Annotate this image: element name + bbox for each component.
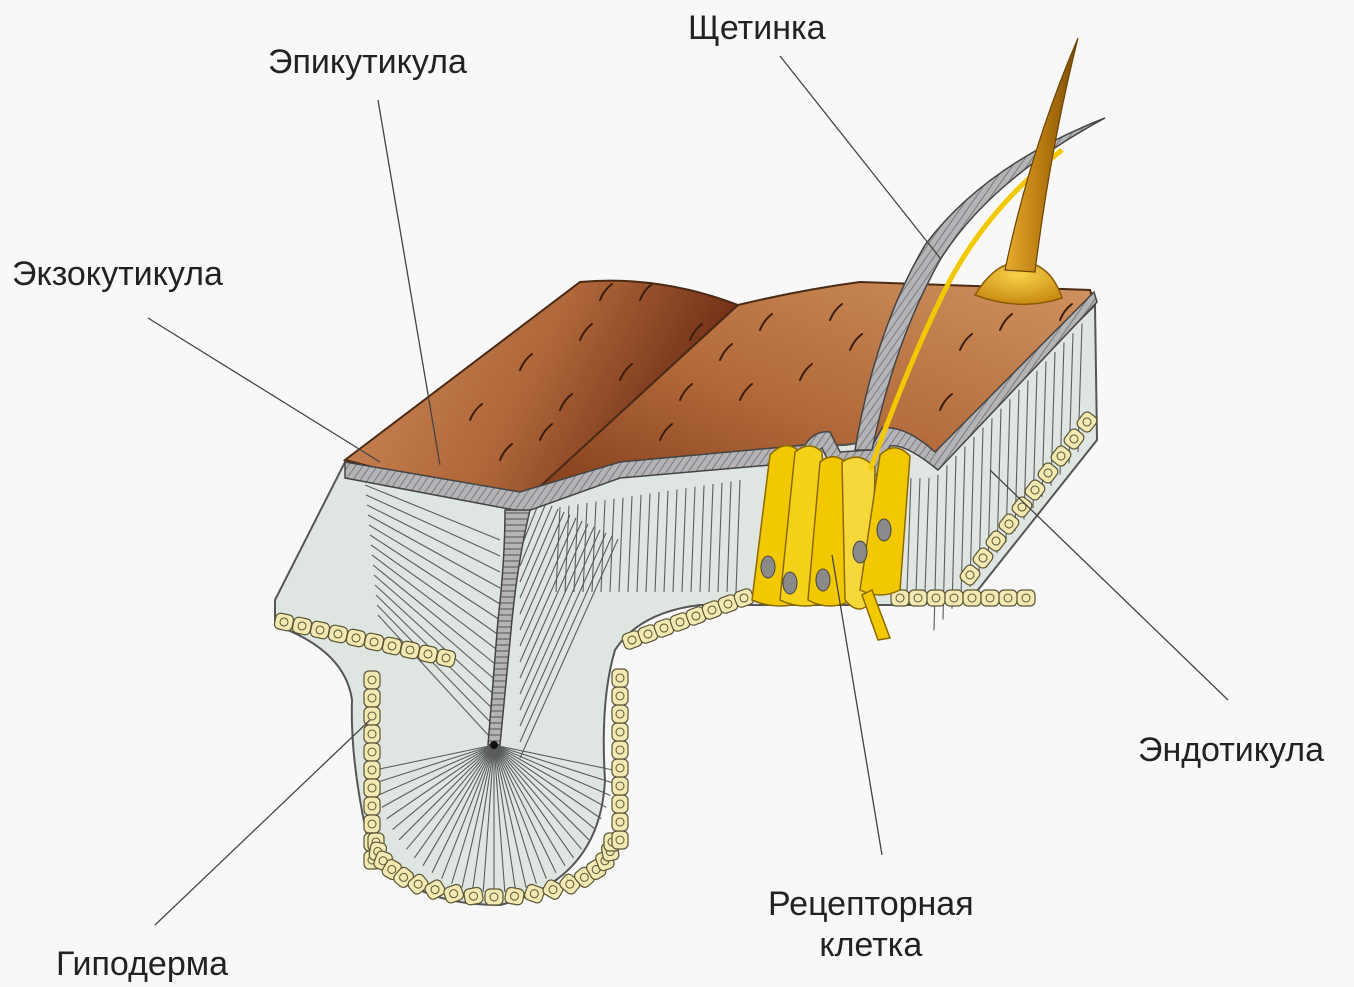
label-receptor-line1: Рецепторная [768,884,974,925]
leader-hypodermis [155,720,370,925]
label-bristle: Щетинка [688,8,826,49]
label-endocuticle: Эндотикула [1138,730,1324,771]
leader-epicuticle [378,100,440,465]
receptor-cells [752,446,910,640]
label-exocuticle: Экзокутикула [12,254,223,295]
label-hypodermis: Гиподерма [56,944,228,985]
groove-tip [490,741,498,749]
bristle-shaft [1005,38,1078,272]
leader-bristle [780,56,940,258]
leader-endocuticle [990,470,1228,700]
leader-exocuticle [148,318,380,462]
label-epicuticle: Эпикутикула [268,42,467,83]
label-receptor-cell: Рецепторная клетка [768,884,974,966]
label-receptor-line2: клетка [768,925,974,966]
